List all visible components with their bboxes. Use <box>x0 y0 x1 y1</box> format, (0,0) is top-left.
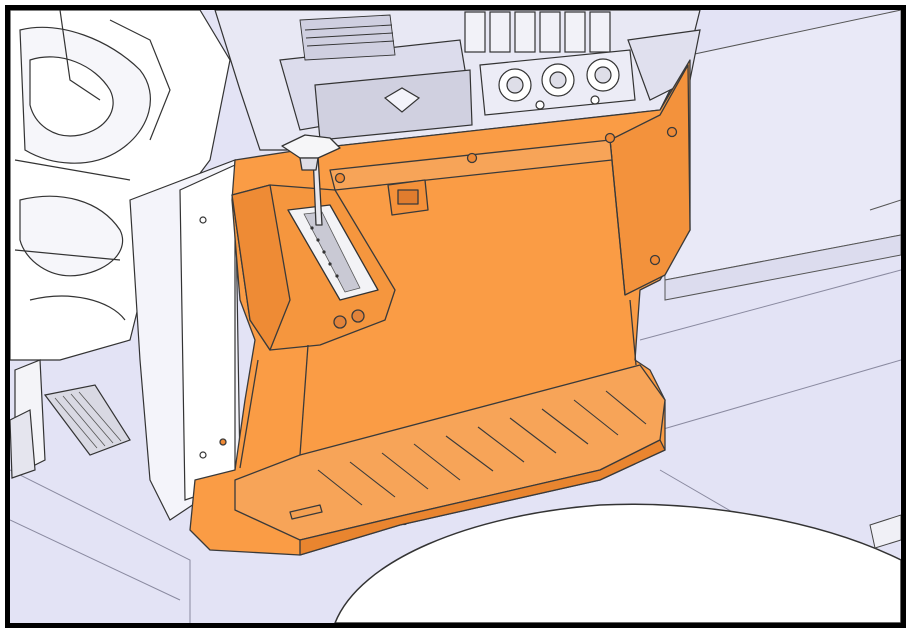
dashboard <box>214 10 701 151</box>
hvac-knobs <box>498 58 620 102</box>
footrest-treads <box>317 390 647 506</box>
pedals <box>10 359 131 479</box>
floor-cutout <box>334 503 901 623</box>
highlighted-console-panel <box>189 59 691 556</box>
right-wall-panel <box>659 10 901 301</box>
hazard-icon <box>383 87 421 113</box>
floor-bracket <box>869 514 901 549</box>
switch-row <box>464 11 611 53</box>
dash-vent <box>299 14 396 61</box>
left-console-wall <box>129 159 241 521</box>
steering-column <box>10 10 231 361</box>
